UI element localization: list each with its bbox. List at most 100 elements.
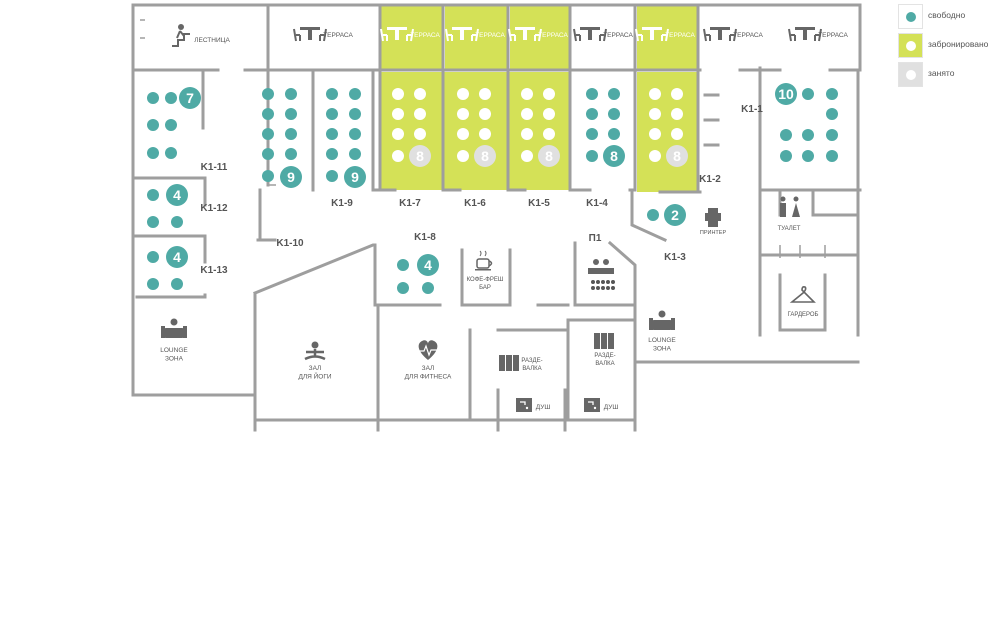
room-label-k1-3: K1-3 xyxy=(664,252,686,263)
seat xyxy=(262,170,274,182)
printer-label: ПРИНТЕР xyxy=(700,230,727,236)
table-leg xyxy=(803,30,807,40)
toilet-icon xyxy=(780,196,800,217)
legend-item-occupied: занято xyxy=(898,62,998,91)
seat xyxy=(586,88,598,100)
wall xyxy=(253,243,377,295)
seat xyxy=(165,92,177,104)
lounge-label: LOUNGE xyxy=(648,337,676,344)
chair-right xyxy=(729,28,737,42)
legend-item-booked: забронировано xyxy=(898,33,998,62)
seat xyxy=(608,128,620,140)
table-top xyxy=(452,27,472,30)
chair-right xyxy=(599,28,607,42)
legend-dot-free xyxy=(906,12,916,22)
table-top xyxy=(387,27,407,30)
shower-drop xyxy=(593,406,597,410)
meeting-chair xyxy=(606,286,610,290)
printer-icon xyxy=(705,208,721,227)
terrace-label: ТЕРРАСА xyxy=(475,32,505,39)
seat-count-text: 4 xyxy=(173,249,181,265)
meeting-icon xyxy=(588,259,615,290)
table-top xyxy=(580,27,600,30)
legend-label-occupied: занято xyxy=(928,68,955,78)
stairs-icon xyxy=(172,24,190,47)
seat-count-badge xyxy=(344,166,366,188)
chair-right xyxy=(471,28,479,42)
table-leg xyxy=(650,30,654,40)
seat xyxy=(285,128,297,140)
chair-left xyxy=(508,28,516,42)
wall xyxy=(134,234,207,264)
toilet-man-head xyxy=(780,196,786,202)
table-chairs-icon xyxy=(573,27,607,42)
wall xyxy=(134,176,207,207)
legend-item-free: свободно xyxy=(898,4,998,33)
table-leg xyxy=(395,30,399,40)
coffee-bar-label: КОФЕ-ФРЕШ xyxy=(467,277,504,283)
booked-area xyxy=(637,72,697,192)
legend-swatch-free xyxy=(898,4,923,29)
yoga-body xyxy=(304,349,326,361)
fitness-label: ЗАЛ xyxy=(422,365,435,372)
locker-door xyxy=(601,333,607,349)
seat xyxy=(608,108,620,120)
seat xyxy=(349,148,361,160)
seat xyxy=(802,150,814,162)
coffee-bar-label: БАР xyxy=(479,285,491,291)
seat xyxy=(285,108,297,120)
room-label-k1-9: K1-9 xyxy=(331,198,353,209)
seat xyxy=(826,150,838,162)
meeting-chair xyxy=(596,280,600,284)
shower-icon xyxy=(516,398,532,412)
seat xyxy=(543,88,555,100)
seat-count-badge xyxy=(166,246,188,268)
seat xyxy=(397,282,409,294)
seat xyxy=(521,108,533,120)
lounge-label: ЗОНА xyxy=(653,346,672,353)
room-label-k1-2: K1-2 xyxy=(699,174,721,185)
seat-count-badge xyxy=(179,87,201,109)
seat xyxy=(326,128,338,140)
seat xyxy=(479,88,491,100)
shower-label: ДУШ xyxy=(536,404,551,411)
hanger-icon xyxy=(789,286,816,303)
cup-saucer xyxy=(475,269,491,271)
room-label-k1-6: K1-6 xyxy=(464,198,486,209)
legend: свободно забронировано занято xyxy=(898,4,998,91)
shower-box xyxy=(516,398,532,412)
table-top xyxy=(300,27,320,30)
meeting-room-label: П1 xyxy=(589,233,602,244)
seat xyxy=(543,128,555,140)
heart-pulse-icon xyxy=(418,340,438,360)
seat xyxy=(414,88,426,100)
chair-left xyxy=(293,28,301,42)
printer-body xyxy=(705,213,721,221)
seat xyxy=(649,128,661,140)
room-label-k1-5: K1-5 xyxy=(528,198,550,209)
chair-right xyxy=(319,28,327,42)
table-leg xyxy=(588,30,592,40)
sofa-person-head xyxy=(170,318,178,326)
locker-room-label: ВАЛКА xyxy=(595,361,614,367)
wall xyxy=(266,3,862,70)
seat xyxy=(457,150,469,162)
icons xyxy=(161,24,822,412)
meeting-chair xyxy=(591,286,595,290)
wall xyxy=(778,273,827,332)
shower-box xyxy=(584,398,600,412)
seat-count-text: 9 xyxy=(351,169,359,185)
table-chairs-icon xyxy=(293,27,327,42)
stairs-label: ЛЕСТНИЦА xyxy=(194,37,230,44)
table-leg xyxy=(308,30,312,40)
locker-door xyxy=(608,333,614,349)
seat xyxy=(479,128,491,140)
locker-icon xyxy=(594,333,614,349)
walls xyxy=(131,3,862,432)
seat xyxy=(780,150,792,162)
seat xyxy=(543,108,555,120)
seat xyxy=(326,88,338,100)
seat-count-text: 8 xyxy=(481,148,489,164)
